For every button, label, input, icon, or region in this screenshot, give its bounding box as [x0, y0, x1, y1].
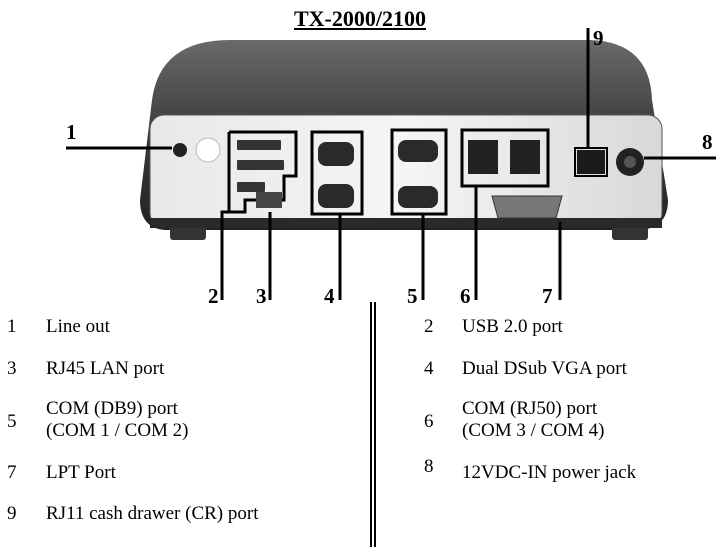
callout-3: 3 [256, 284, 267, 308]
callout-9: 9 [593, 26, 604, 50]
com-db9-callout-box [390, 128, 448, 216]
legend-num-2: 2 [424, 316, 434, 337]
callout-2: 2 [208, 284, 219, 308]
legend-text-com-db9-2: (COM 1 / COM 2) [46, 420, 189, 441]
lan-port [256, 192, 282, 208]
callout-1: 1 [66, 120, 77, 144]
legend-num-3: 3 [7, 358, 17, 379]
usb-callout-box [227, 130, 298, 214]
vga-ports [318, 142, 354, 208]
com-rj50-callout-box [460, 128, 550, 188]
legend-text-com-rj50-2: (COM 3 / COM 4) [462, 420, 605, 441]
legend-num-8: 8 [424, 456, 434, 477]
callout-5: 5 [407, 284, 418, 308]
legend-num-7: 7 [7, 462, 17, 483]
legend-num-5: 5 [7, 411, 17, 432]
legend-num-9: 9 [7, 503, 17, 524]
rj11-port [577, 150, 605, 174]
legend-text-lpt: LPT Port [46, 462, 116, 483]
device-title: TX-2000/2100 [294, 6, 426, 31]
com-rj50-ports [468, 140, 540, 174]
legend-text-rj11: RJ11 cash drawer (CR) port [46, 503, 259, 524]
legend-text-power: 12VDC-IN power jack [462, 462, 637, 483]
vga-callout-box [310, 130, 364, 216]
usb-ports [237, 140, 284, 192]
legend-num-4: 4 [424, 358, 434, 379]
legend-text-line-out: Line out [46, 316, 110, 337]
legend-text-rj45: RJ45 LAN port [46, 358, 165, 379]
callout-4: 4 [324, 284, 335, 308]
callout-8: 8 [702, 130, 713, 154]
com-db9-ports [398, 140, 438, 208]
callout-7: 7 [542, 284, 553, 308]
callout-lines [66, 28, 716, 300]
lpt-port [491, 195, 563, 219]
legend-num-6: 6 [424, 411, 434, 432]
callout-6: 6 [460, 284, 471, 308]
legend-text-com-rj50-1: COM (RJ50) port [462, 398, 598, 419]
legend-num-1: 1 [7, 316, 17, 337]
legend-text-usb: USB 2.0 port [462, 316, 563, 337]
legend-divider [370, 302, 376, 547]
line-out-jack [173, 143, 187, 157]
legend-text-vga: Dual DSub VGA port [462, 358, 627, 379]
legend-text-com-db9-1: COM (DB9) port [46, 398, 178, 419]
